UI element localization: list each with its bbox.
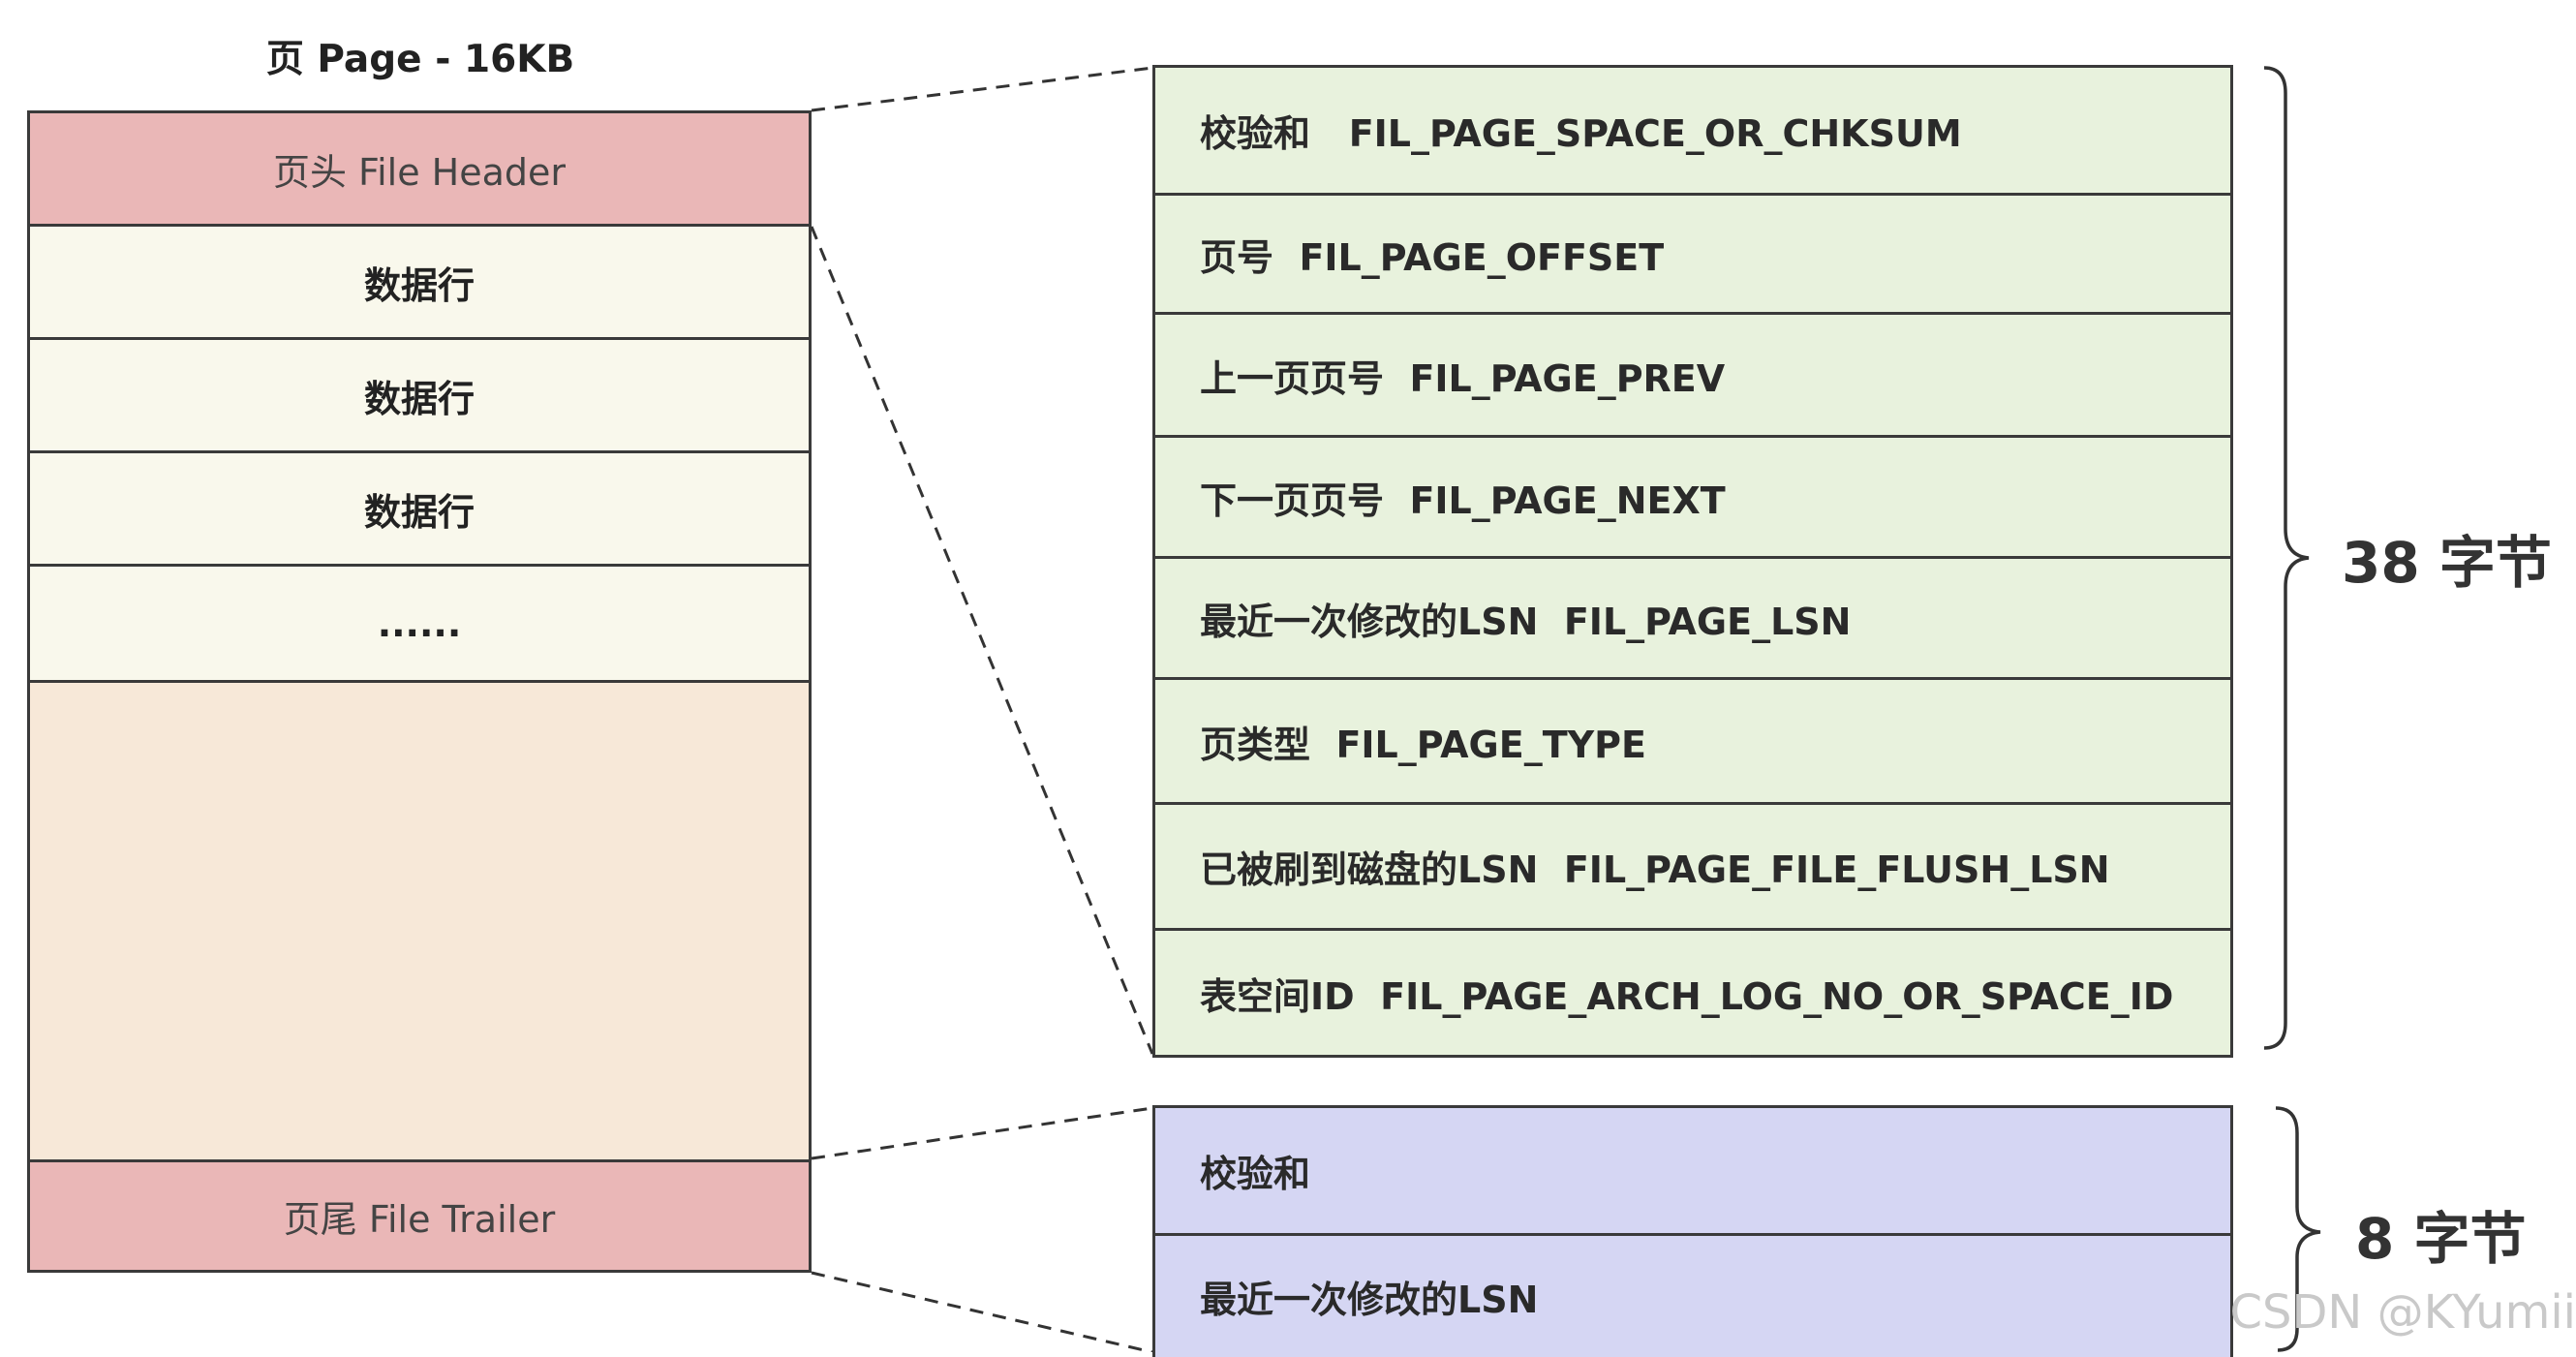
file-trailer-block: 页尾 File Trailer xyxy=(30,1159,809,1270)
header-field-offset: 页号 FIL_PAGE_OFFSET xyxy=(1155,196,2230,315)
header-size-label: 38 字节 xyxy=(2342,530,2552,596)
trailer-size-label: 8 字节 xyxy=(2355,1206,2527,1272)
trailer-connector-bottom xyxy=(811,1271,1153,1352)
header-connector-top xyxy=(811,66,1153,112)
data-row: 数据行 xyxy=(30,227,809,340)
header-connector-bottom xyxy=(810,226,1154,1055)
file-header-block: 页头 File Header xyxy=(30,113,809,227)
trailer-field-lsn: 最近一次修改的LSN xyxy=(1200,1279,1539,1321)
header-field-next: 下一页页号 FIL_PAGE_NEXT xyxy=(1155,438,2230,559)
trailer-connector-top xyxy=(811,1106,1153,1160)
trailer-field-checksum: 校验和 xyxy=(1155,1108,2230,1236)
page-title: 页 Page - 16KB xyxy=(265,38,575,81)
header-field-lsn: 最近一次修改的LSN FIL_PAGE_LSN xyxy=(1155,559,2230,680)
header-field-type: 页类型 FIL_PAGE_TYPE xyxy=(1155,680,2230,805)
data-row: 数据行 xyxy=(30,340,809,453)
header-brace xyxy=(2263,66,2310,1050)
data-row: 数据行 xyxy=(30,453,809,567)
header-field-prev: 上一页页号 FIL_PAGE_PREV xyxy=(1155,315,2230,438)
header-field-flush-lsn: 已被刷到磁盘的LSN FIL_PAGE_FILE_FLUSH_LSN xyxy=(1155,805,2230,931)
header-field-checksum: 校验和 FIL_PAGE_SPACE_OR_CHKSUM xyxy=(1155,68,2230,196)
data-row-ellipsis: ...... xyxy=(30,567,809,683)
file-header-fields: 校验和 FIL_PAGE_SPACE_OR_CHKSUM 页号 FIL_PAGE… xyxy=(1152,65,2233,1058)
header-field-space-id: 表空间ID FIL_PAGE_ARCH_LOG_NO_OR_SPACE_ID xyxy=(1155,931,2230,1058)
page-structure-box: 页头 File Header 数据行 数据行 数据行 ...... 页尾 Fil… xyxy=(27,110,812,1273)
trailer-brace xyxy=(2275,1106,2321,1352)
file-trailer-fields: 校验和 最近一次修改的LSN xyxy=(1152,1105,2233,1357)
watermark: CSDN @KYumii xyxy=(2229,1285,2576,1340)
